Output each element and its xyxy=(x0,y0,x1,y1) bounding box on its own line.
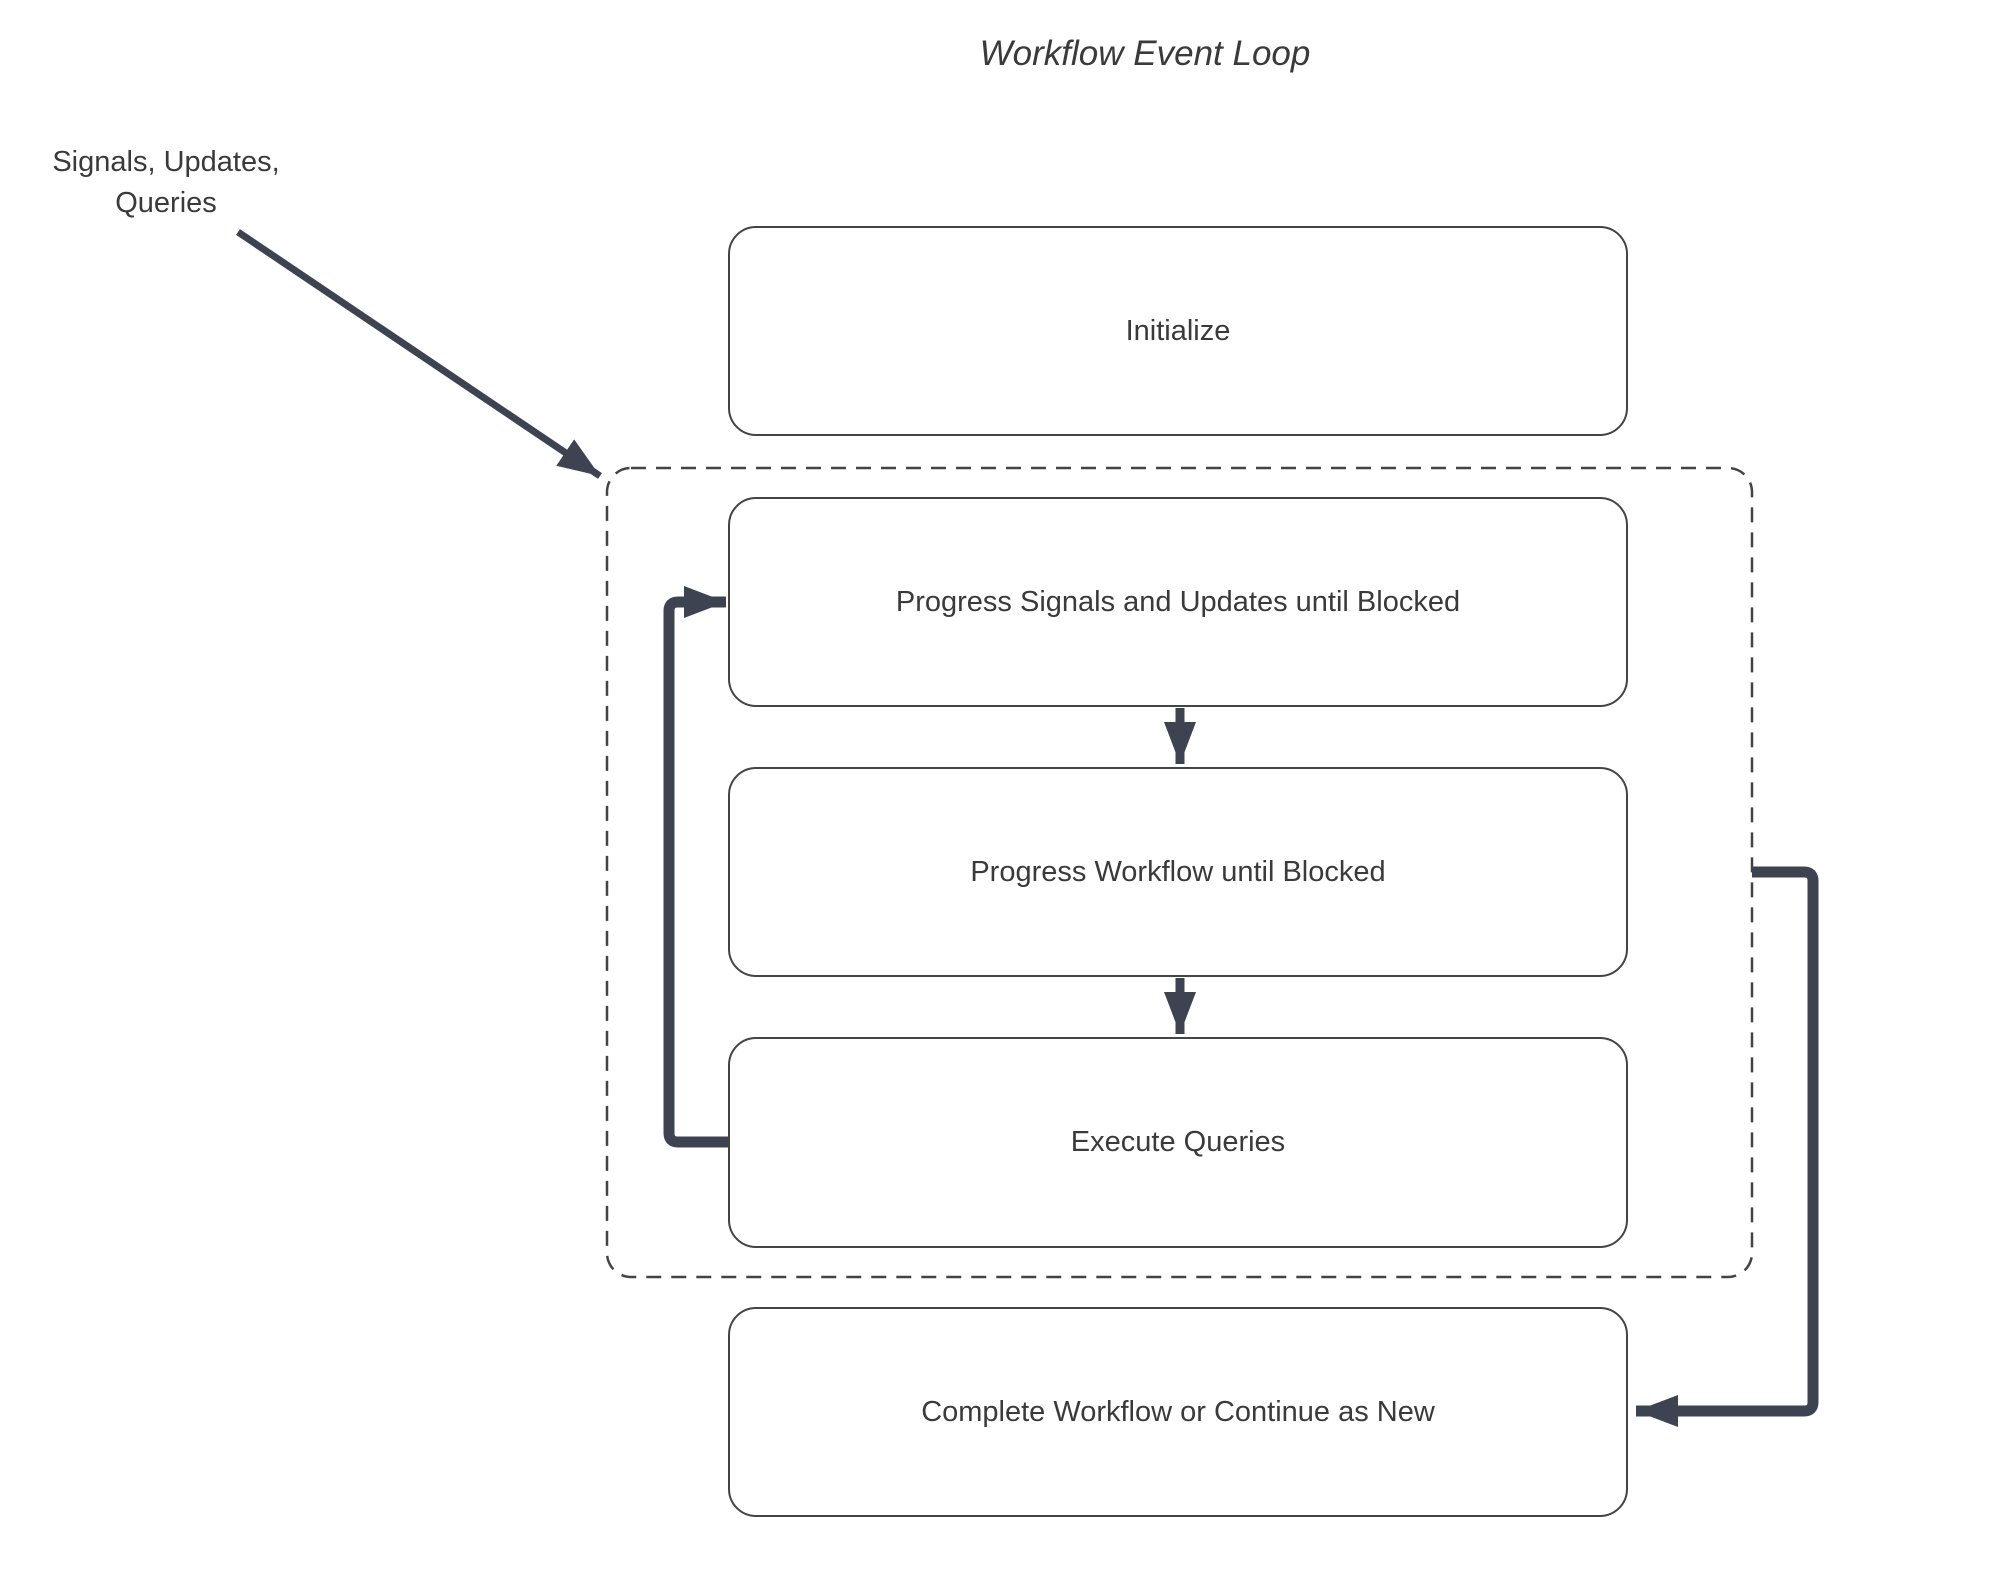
external-input-label-line1: Signals, Updates, xyxy=(52,146,280,178)
node-progress-signals-label: Progress Signals and Updates until Block… xyxy=(895,585,1461,618)
signals-input-arrow xyxy=(236,229,602,479)
node-initialize: Initialize xyxy=(728,226,1628,436)
node-complete-workflow-label: Complete Workflow or Continue as New xyxy=(921,1395,1435,1428)
node-execute-queries-label: Execute Queries xyxy=(1070,1126,1286,1158)
loop-back-arrow xyxy=(663,586,730,1148)
diagram-title: Workflow Event Loop xyxy=(979,34,1311,73)
node-progress-workflow-label: Progress Workflow until Blocked xyxy=(970,855,1386,888)
node-complete-workflow: Complete Workflow or Continue as New xyxy=(728,1307,1628,1517)
external-input-label: Signals, Updates, Queries xyxy=(16,142,316,224)
node-progress-signals: Progress Signals and Updates until Block… xyxy=(728,497,1628,707)
node-initialize-label: Initialize xyxy=(1125,314,1231,347)
complete-exit-arrow xyxy=(1636,866,1819,1427)
node-progress-workflow: Progress Workflow until Blocked xyxy=(728,767,1628,977)
node-execute-queries: Execute Queries xyxy=(728,1037,1628,1248)
external-input-label-line2: Queries xyxy=(115,187,217,219)
